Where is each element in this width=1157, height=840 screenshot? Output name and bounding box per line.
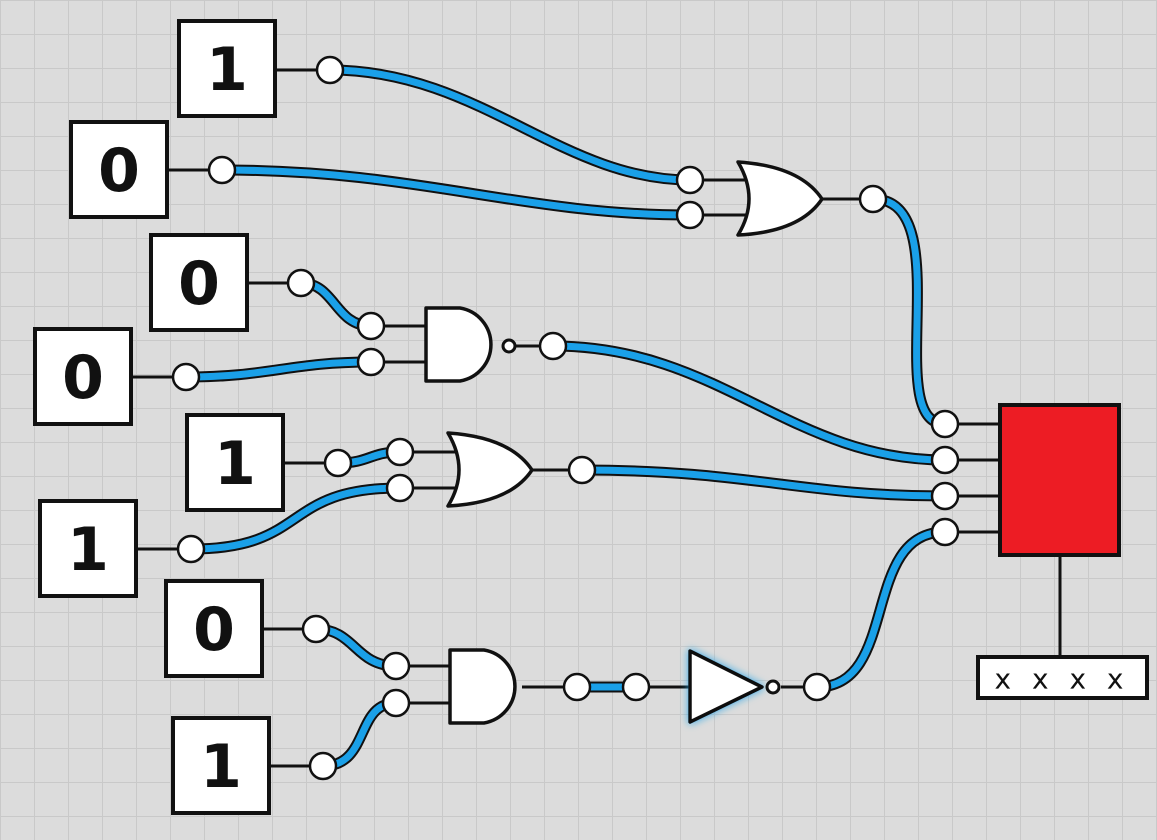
input-3[interactable]: 0: [149, 233, 249, 332]
connection-ports: [171, 55, 960, 781]
input-6[interactable]: 1: [38, 499, 138, 598]
input-7[interactable]: 0: [164, 579, 264, 678]
or-gate-2[interactable]: [446, 431, 534, 508]
wire-not-output: [811, 526, 951, 693]
output-display: x x x x: [976, 655, 1149, 700]
input-4-value: 0: [62, 343, 104, 413]
output-display-text: x x x x: [995, 663, 1130, 696]
input-7-value: 0: [193, 595, 235, 665]
input-4[interactable]: 0: [33, 327, 133, 426]
input-3-value: 0: [178, 249, 220, 319]
not-gate[interactable]: [688, 649, 781, 724]
output-block[interactable]: [998, 403, 1121, 557]
input-2[interactable]: 0: [69, 120, 169, 219]
input-1[interactable]: 1: [177, 19, 277, 118]
wire-in8-and: [317, 697, 402, 772]
or-gate-1[interactable]: [736, 160, 824, 237]
nand-inversion-bubble: [501, 338, 517, 354]
wire-nand-output: [547, 340, 951, 466]
input-5-value: 1: [214, 429, 256, 499]
input-8[interactable]: 1: [171, 716, 271, 815]
input-1-value: 1: [206, 35, 248, 105]
wire-in6-or2: [185, 482, 406, 555]
input-2-value: 0: [98, 136, 140, 206]
input-5[interactable]: 1: [185, 413, 285, 512]
wire-in2-or1: [216, 164, 696, 221]
input-8-value: 1: [200, 732, 242, 802]
wire-in1-or1: [324, 64, 696, 186]
wire-or1-output: [867, 193, 951, 430]
not-inversion-bubble: [765, 679, 781, 695]
wire-in4-nand: [180, 356, 377, 383]
and-gate[interactable]: [448, 648, 517, 725]
input-6-value: 1: [67, 515, 109, 585]
wire-or2-output: [576, 464, 951, 502]
nand-gate[interactable]: [424, 306, 517, 383]
